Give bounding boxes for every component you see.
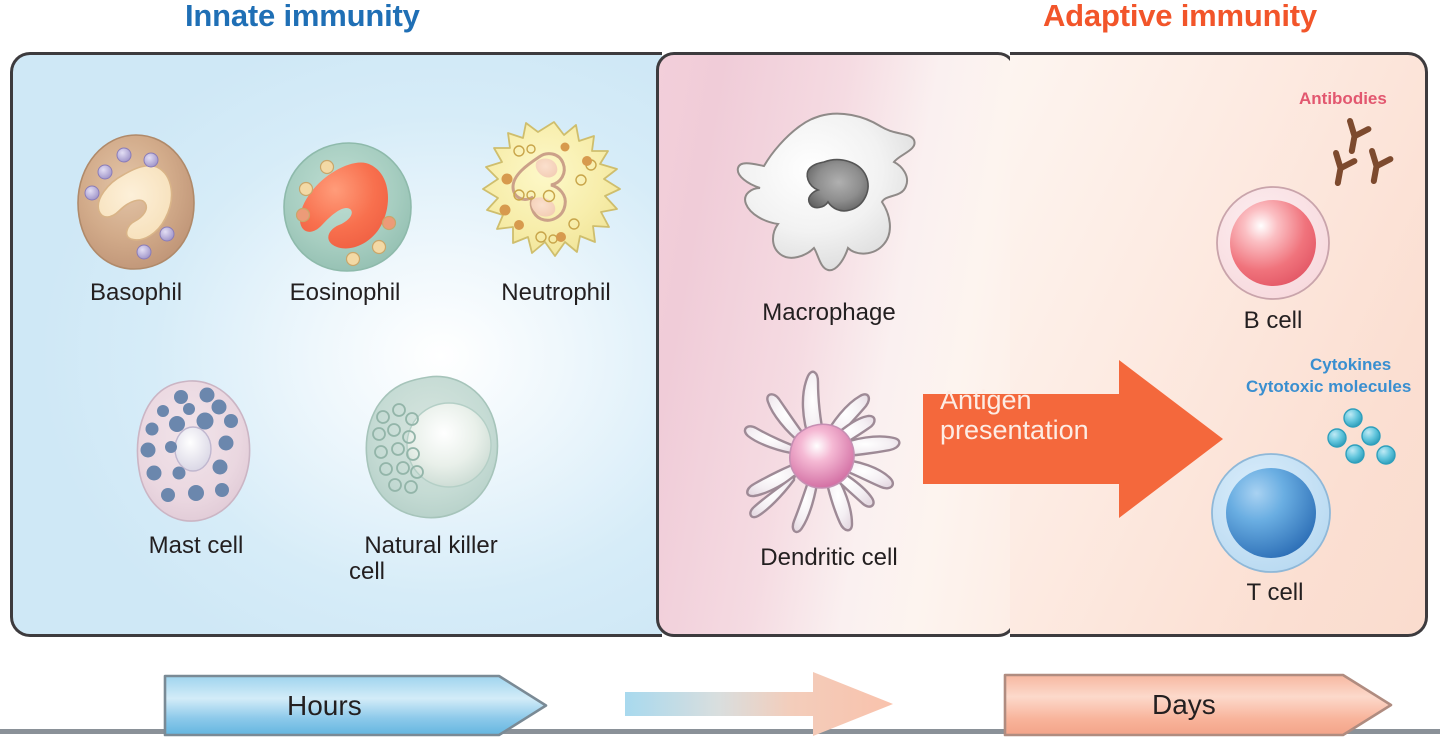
basophil-cell-icon <box>77 134 195 270</box>
page-title-adaptive-immunity: Adaptive immunity <box>1043 0 1317 33</box>
t-cell-icon <box>1211 453 1331 573</box>
antibodies-icon <box>1333 118 1394 187</box>
natural-killer-cell-icon <box>365 375 499 519</box>
annotation-label-antibodies: Antibodies <box>1299 89 1387 108</box>
eosinophil-cell-icon <box>283 142 412 272</box>
cell-label-b-cell: B cell <box>1243 307 1303 334</box>
cell-label-natural-killer-cell-line1: Natural killer <box>364 532 498 559</box>
cell-label-basophil: Basophil <box>89 279 183 306</box>
b-cell-icon <box>1216 186 1330 300</box>
timeline-days-label: Days <box>1152 689 1216 720</box>
antigen-presentation-label: Antigen presentation <box>940 385 1120 445</box>
cell-label-natural-killer-cell: Natural killer cell <box>321 532 541 586</box>
timeline-hours-label: Hours <box>287 690 362 721</box>
cytokine-molecules-icon <box>1327 408 1396 465</box>
cell-label-t-cell: T cell <box>1246 579 1304 606</box>
page-title-innate-immunity: Innate immunity <box>185 0 420 33</box>
antigen-presentation-arrow <box>923 360 1223 518</box>
annotation-label-cytokines: Cytokines <box>1310 355 1392 374</box>
neutrophil-cell-icon <box>482 121 621 257</box>
panel-innate-immunity: Basophil <box>10 52 662 637</box>
dendritic-cell-icon <box>743 370 901 534</box>
macrophage-cell-icon <box>736 112 916 272</box>
cell-label-dendritic-cell: Dendritic cell <box>760 544 898 571</box>
timeline-transition-arrow <box>625 672 893 736</box>
timeline-hours-arrow <box>163 674 548 737</box>
panel-antigen-presenting-cells: Macrophage <box>656 52 1016 637</box>
cell-label-mast-cell: Mast cell <box>148 532 244 559</box>
cell-label-natural-killer-cell-line2: cell <box>349 558 386 586</box>
panel-adaptive-immunity: Antibodies <box>1010 52 1428 637</box>
antigen-presentation-label-line1: Antigen <box>940 385 1032 415</box>
cell-label-macrophage: Macrophage <box>762 299 896 326</box>
timeline-baseline <box>0 729 1440 734</box>
cell-label-neutrophil: Neutrophil <box>501 279 611 306</box>
timeline-days-arrow <box>1003 673 1393 737</box>
mast-cell-icon <box>136 380 251 522</box>
antigen-presentation-label-line2: presentation <box>940 415 1089 446</box>
annotation-label-cytotoxic-molecules: Cytotoxic molecules <box>1246 377 1412 396</box>
immunity-diagram: Basophil <box>10 52 1428 637</box>
cell-label-eosinophil: Eosinophil <box>289 279 401 306</box>
